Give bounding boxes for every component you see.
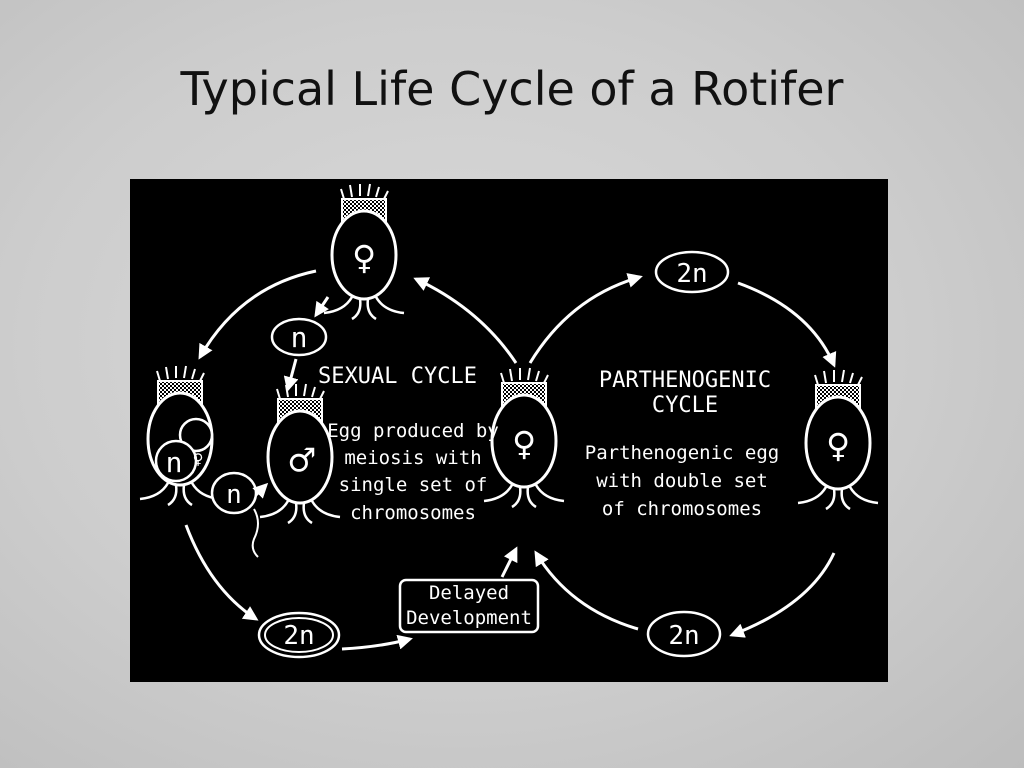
parthenogenic-note-line-1: Parthenogenic egg <box>585 442 779 464</box>
parthenogenic-label-line-2: CYCLE <box>652 393 718 418</box>
delayed-line-1: Delayed <box>429 582 509 604</box>
egg-label-n-side: n <box>226 480 242 510</box>
rotifer-center-female: ♀ <box>483 367 565 509</box>
rotifer-top-female: ♀ <box>323 183 405 321</box>
parthenogenic-label-line-1: PARTHENOGENIC <box>599 368 771 393</box>
sexual-note-line-1: Egg produced by <box>327 420 499 442</box>
arrow-n-egg-to-male <box>283 358 299 392</box>
egg-label-n-top: n <box>291 321 308 354</box>
arrow-left-to-resting-egg <box>184 524 259 621</box>
egg-2n-parth-top: 2n <box>654 250 730 294</box>
delayed-development-box: Delayed Development <box>398 578 540 634</box>
life-cycle-diagram: ♀ n ♀ ♂ ♀ ♀ n n <box>130 179 888 682</box>
sexual-note-line-4: chromosomes <box>350 502 476 524</box>
female-symbol: ♀ <box>352 235 376 281</box>
arrow-delayed-to-center <box>500 546 518 578</box>
arrow-center-to-2n-top <box>528 273 643 364</box>
egg-label-2n-bottom: 2n <box>668 621 699 651</box>
egg-label-2n-resting: 2n <box>283 621 314 651</box>
cycle-arrows <box>184 269 837 651</box>
sexual-note-line-3: single set of <box>339 474 488 496</box>
delayed-line-2: Development <box>406 607 532 629</box>
arrow-top-to-left <box>198 269 317 360</box>
female-symbol-small: ♀ <box>193 449 204 470</box>
arrow-right-to-2n-bottom <box>729 552 836 638</box>
arrow-top-to-n-egg <box>314 296 330 318</box>
egg-label-2n-top: 2n <box>676 259 707 289</box>
arrow-2n-top-to-right <box>737 281 837 368</box>
arrow-center-to-top <box>413 277 518 364</box>
egg-2n-resting: 2n <box>257 611 341 659</box>
egg-2n-parth-bottom: 2n <box>646 610 722 658</box>
sexual-note-line-2: meiosis with <box>344 447 481 469</box>
egg-n-side: n <box>210 471 259 558</box>
rotifer-male: ♂ <box>259 383 341 525</box>
rotifer-left-female-with-eggs: n ♀ <box>139 365 221 507</box>
rotifer-right-female: ♀ <box>797 369 879 511</box>
female-symbol-center: ♀ <box>512 421 536 467</box>
arrow-2n-bottom-to-center <box>534 550 639 631</box>
egg-label-n-inside: n <box>166 446 183 479</box>
male-symbol: ♂ <box>289 436 314 485</box>
sexual-cycle-label: SEXUAL CYCLE <box>318 364 477 389</box>
parthenogenic-note-line-3: of chromosomes <box>602 498 762 520</box>
arrow-n-side-to-male <box>252 482 269 499</box>
slide-title: Typical Life Cycle of a Rotifer <box>180 62 844 116</box>
arrow-resting-to-delayed <box>341 634 413 651</box>
parthenogenic-note-line-2: with double set <box>596 470 768 492</box>
female-symbol-right: ♀ <box>826 423 850 469</box>
egg-n-top: n <box>270 317 328 357</box>
